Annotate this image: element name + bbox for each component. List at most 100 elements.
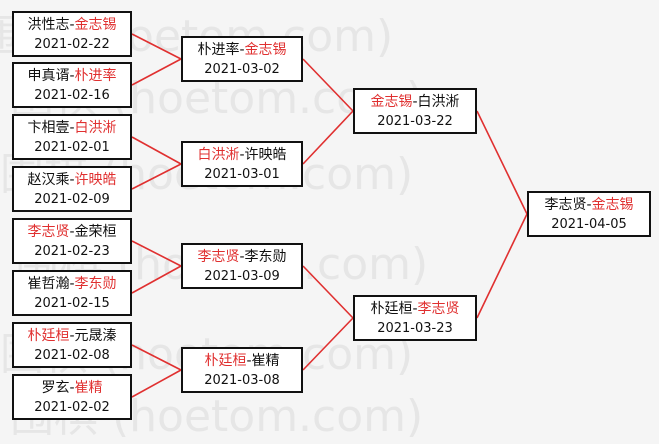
separator: - <box>69 172 75 188</box>
player-2: 崔精 <box>251 353 280 369</box>
match-box-r4-1: 李志贤-金志锡 2021-04-05 <box>527 191 651 237</box>
player-1: 赵汉乘 <box>27 172 70 188</box>
player-2: 元晟溱 <box>74 328 117 344</box>
connector-line <box>131 240 182 267</box>
player-1: 洪性志 <box>27 17 70 33</box>
match-date: 2021-03-01 <box>204 167 280 182</box>
player-1: 李志贤 <box>544 197 587 213</box>
player-2: 朴进率 <box>74 68 117 84</box>
match-date: 2021-02-01 <box>34 140 110 155</box>
match-date: 2021-03-08 <box>204 373 280 388</box>
player-1: 金志锡 <box>370 94 413 110</box>
player-1: 李志贤 <box>197 249 240 265</box>
separator: - <box>69 17 75 33</box>
separator: - <box>69 276 75 292</box>
player-2: 李东勋 <box>244 249 287 265</box>
match-box-r1-2: 申真谞-朴进率 2021-02-16 <box>12 62 132 108</box>
separator: - <box>69 380 75 396</box>
match-date: 2021-02-22 <box>34 37 110 52</box>
match-date: 2021-03-22 <box>377 114 453 129</box>
connector-line <box>302 58 354 112</box>
match-box-r3-2: 朴廷桓-李志贤 2021-03-23 <box>353 295 477 341</box>
connector-line <box>131 369 182 398</box>
match-date: 2021-02-08 <box>34 348 110 363</box>
players: 罗玄-崔精 <box>14 378 130 398</box>
player-2: 李志贤 <box>417 301 460 317</box>
separator: - <box>239 147 245 163</box>
player-1: 白洪淅 <box>197 147 240 163</box>
players: 申真谞-朴进率 <box>14 66 130 86</box>
player-1: 罗玄 <box>41 380 70 396</box>
connector-line <box>131 33 182 60</box>
separator: - <box>239 42 245 58</box>
connector-line <box>302 317 354 371</box>
player-2: 金志锡 <box>244 42 287 58</box>
connector-line <box>131 265 182 294</box>
match-box-r1-1: 洪性志-金志锡 2021-02-22 <box>12 11 132 57</box>
match-box-r1-4: 赵汉乘-许映皓 2021-02-09 <box>12 166 132 212</box>
players: 白洪淅-许映皓 <box>183 145 301 165</box>
separator: - <box>69 224 75 240</box>
players: 朴廷桓-李志贤 <box>355 299 475 319</box>
players: 朴进率-金志锡 <box>183 40 301 60</box>
match-date: 2021-03-02 <box>204 62 280 77</box>
separator: - <box>69 68 75 84</box>
match-box-r3-1: 金志锡-白洪淅 2021-03-22 <box>353 88 477 134</box>
players: 李志贤-金志锡 <box>529 195 649 215</box>
separator: - <box>239 249 245 265</box>
connector-lines <box>131 33 528 398</box>
separator: - <box>69 120 75 136</box>
match-date: 2021-02-23 <box>34 244 110 259</box>
players: 赵汉乘-许映皓 <box>14 170 130 190</box>
connector-line <box>131 163 182 190</box>
player-1: 朴进率 <box>197 42 240 58</box>
players: 朴廷桓-崔精 <box>183 351 301 371</box>
player-2: 白洪淅 <box>74 120 117 136</box>
player-2: 崔精 <box>74 380 103 396</box>
match-box-r1-6: 崔哲瀚-李东勋 2021-02-15 <box>12 270 132 316</box>
players: 金志锡-白洪淅 <box>355 92 475 112</box>
connector-line <box>131 344 182 371</box>
connector-line <box>476 213 528 319</box>
connector-line <box>302 265 354 319</box>
players: 卞相壹-白洪淅 <box>14 118 130 138</box>
connector-line <box>302 110 354 165</box>
player-1: 卞相壹 <box>27 120 70 136</box>
player-2: 金荣桓 <box>74 224 117 240</box>
player-2: 白洪淅 <box>417 94 460 110</box>
separator: - <box>246 353 252 369</box>
connector-line <box>476 110 528 215</box>
player-2: 许映皓 <box>244 147 287 163</box>
bracket-diagram: 围棋 (hoetom.com) 围棋 (hoetom.com) 围棋 (hoet… <box>0 11 651 442</box>
match-box-r2-3: 李志贤-李东勋 2021-03-09 <box>181 243 303 289</box>
player-2: 许映皓 <box>74 172 117 188</box>
player-2: 金志锡 <box>591 197 634 213</box>
players: 崔哲瀚-李东勋 <box>14 274 130 294</box>
match-date: 2021-02-02 <box>34 400 110 415</box>
players: 洪性志-金志锡 <box>14 15 130 35</box>
player-2: 李东勋 <box>74 276 117 292</box>
separator: - <box>586 197 592 213</box>
match-box-r2-1: 朴进率-金志锡 2021-03-02 <box>181 36 303 82</box>
match-date: 2021-04-05 <box>551 217 627 232</box>
player-1: 崔哲瀚 <box>27 276 70 292</box>
match-box-r1-5: 李志贤-金荣桓 2021-02-23 <box>12 218 132 264</box>
separator: - <box>412 94 418 110</box>
players: 李志贤-金荣桓 <box>14 222 130 242</box>
match-date: 2021-02-09 <box>34 192 110 207</box>
match-box-r1-7: 朴廷桓-元晟溱 2021-02-08 <box>12 322 132 368</box>
separator: - <box>412 301 418 317</box>
separator: - <box>69 328 75 344</box>
players: 李志贤-李东勋 <box>183 247 301 267</box>
match-date: 2021-03-09 <box>204 269 280 284</box>
match-box-r1-8: 罗玄-崔精 2021-02-02 <box>12 374 132 420</box>
match-box-r1-3: 卞相壹-白洪淅 2021-02-01 <box>12 114 132 160</box>
match-date: 2021-02-15 <box>34 296 110 311</box>
player-1: 朴廷桓 <box>370 301 413 317</box>
player-1: 申真谞 <box>27 68 70 84</box>
connector-line <box>131 58 182 86</box>
players: 朴廷桓-元晟溱 <box>14 326 130 346</box>
match-date: 2021-03-23 <box>377 321 453 336</box>
match-box-r2-4: 朴廷桓-崔精 2021-03-08 <box>181 347 303 393</box>
match-date: 2021-02-16 <box>34 88 110 103</box>
